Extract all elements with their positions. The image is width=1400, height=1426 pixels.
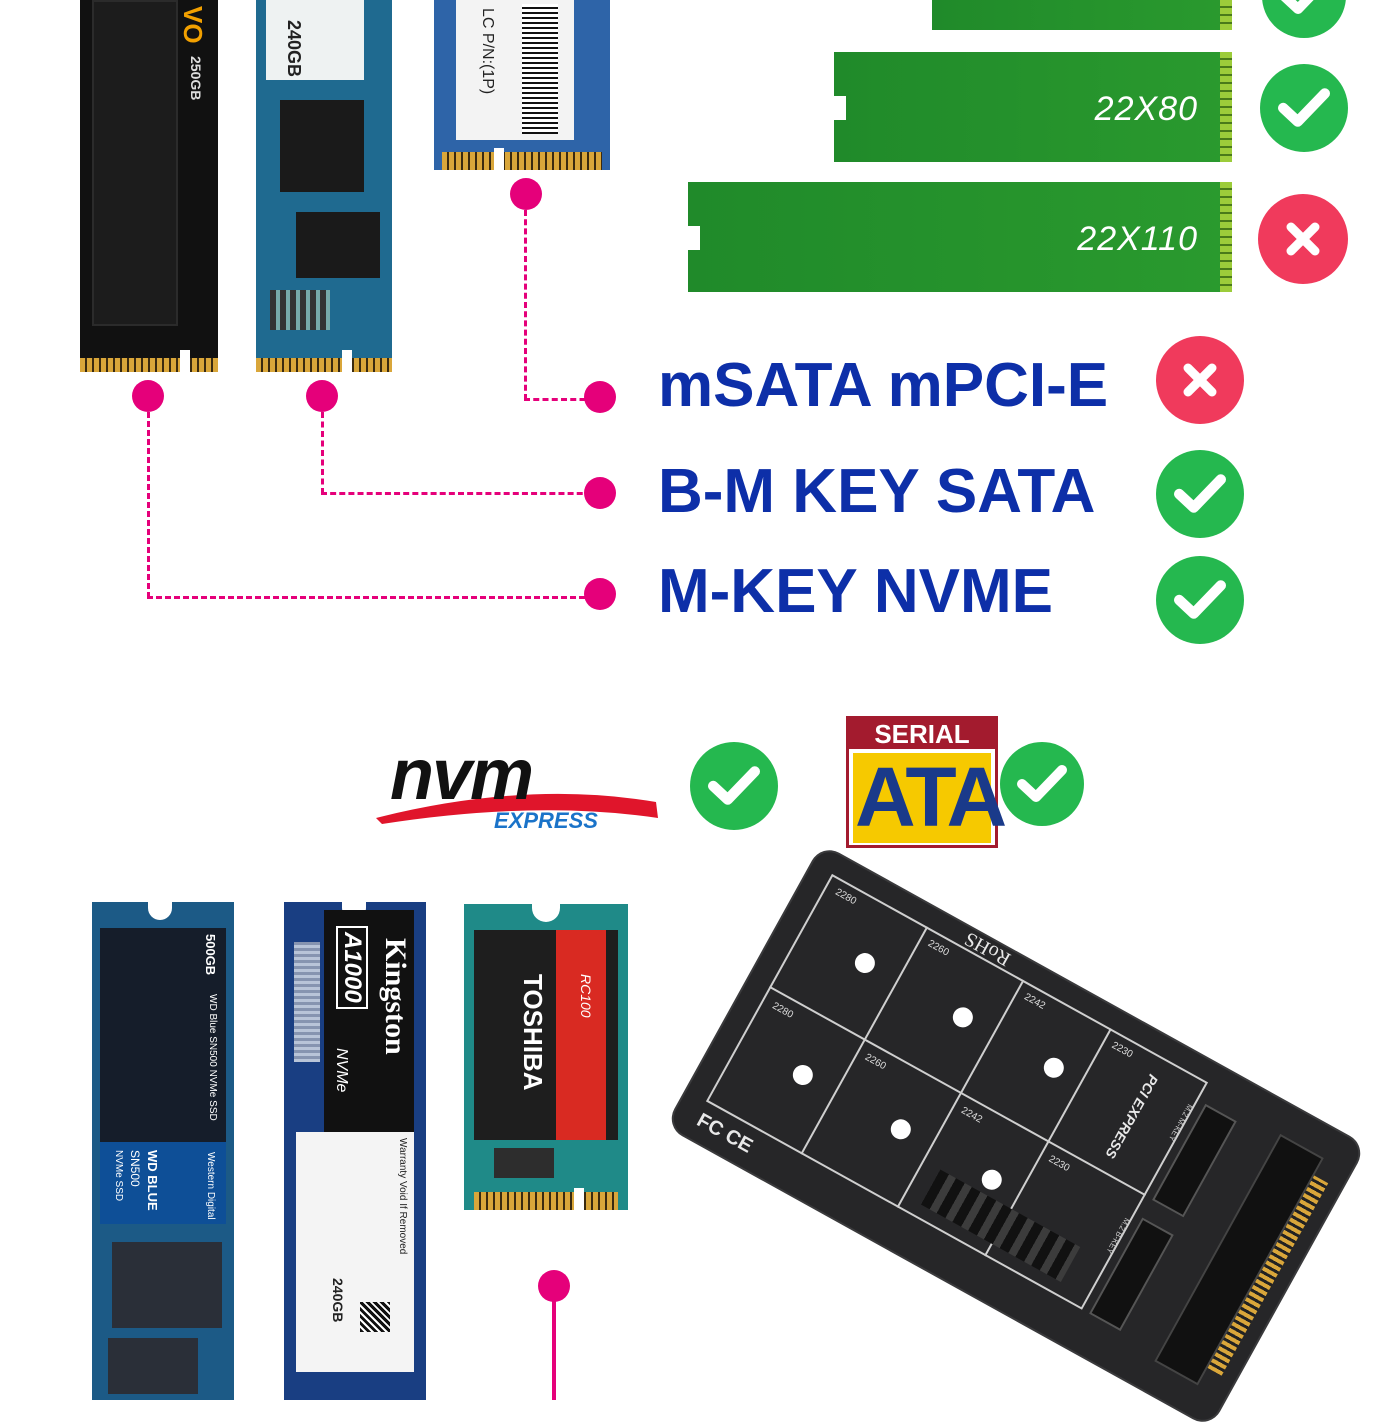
check-icon bbox=[1260, 64, 1348, 152]
kingston-warranty: Warranty Void If Removed bbox=[397, 1138, 408, 1255]
wd-model: SN500 bbox=[128, 1150, 142, 1187]
cross-icon bbox=[1156, 336, 1244, 424]
size-bar-22110: 22X110 bbox=[688, 182, 1232, 292]
kingston-a1000-drive: Kingston A1000 NVMe Warranty Void If Rem… bbox=[284, 902, 426, 1400]
check-icon bbox=[1262, 0, 1346, 38]
connector-line bbox=[524, 398, 604, 401]
kingston-type: NVMe bbox=[333, 1048, 350, 1093]
interface-label-msata: mSATA mPCI-E bbox=[658, 351, 1109, 420]
size-bar-2280: 22X80 bbox=[834, 52, 1232, 162]
size-bar-label: 22X80 bbox=[1094, 90, 1198, 128]
connector-dot bbox=[584, 477, 616, 509]
express-logo-text: EXPRESS bbox=[494, 808, 598, 833]
wd-maker: Western Digital bbox=[205, 1152, 216, 1220]
connector-line bbox=[321, 412, 324, 494]
connector-dot bbox=[132, 380, 164, 412]
cross-icon bbox=[1258, 194, 1348, 284]
samsung-brand-label: VO bbox=[178, 6, 208, 44]
sata-drive-capacity: 240GB bbox=[284, 20, 304, 78]
check-icon bbox=[690, 742, 778, 830]
sata-m2-drive: 240GB bbox=[256, 0, 392, 372]
wd-capacity-line: 500GB bbox=[203, 934, 218, 976]
kingston-capacity: 240GB bbox=[330, 1278, 346, 1323]
connector-line bbox=[321, 492, 601, 495]
check-icon bbox=[1000, 742, 1084, 826]
nvm-logo-text: nvm bbox=[390, 735, 534, 815]
interface-label-nvme: M-KEY NVME bbox=[658, 557, 1054, 626]
m2-to-u2-adapter-board: 2280 2260 2242 2230 2280 2260 2242 2230 … bbox=[667, 845, 1365, 1426]
msata-drive: LC P/N:(1P) bbox=[434, 0, 610, 170]
connector-line bbox=[552, 1300, 556, 1400]
check-icon bbox=[1156, 450, 1244, 538]
wd-brand: WD BLUE bbox=[145, 1150, 160, 1211]
samsung-nvme-drive: VO 250GB bbox=[80, 0, 218, 372]
toshiba-brand: TOSHIBA bbox=[518, 974, 548, 1091]
nvm-express-logo: nvm EXPRESS bbox=[376, 735, 666, 840]
connector-dot bbox=[306, 380, 338, 412]
toshiba-rc100-drive: TOSHIBA RC100 bbox=[464, 904, 628, 1210]
serial-ata-logo: SERIAL ATA bbox=[846, 716, 1007, 848]
connector-dot bbox=[538, 1270, 570, 1302]
check-icon bbox=[1156, 556, 1244, 644]
connector-dot bbox=[584, 381, 616, 413]
kingston-model: A1000 bbox=[336, 926, 368, 1009]
connector-dot bbox=[510, 178, 542, 210]
size-bar-label: 22X110 bbox=[1077, 220, 1198, 258]
serial-logo-text: SERIAL bbox=[849, 719, 995, 749]
wd-blue-sn500-drive: 500GB WD Blue SN500 NVMe SSD WD BLUE SN5… bbox=[92, 902, 234, 1400]
connector-line bbox=[524, 210, 527, 400]
msata-label-text: LC P/N:(1P) bbox=[479, 8, 496, 95]
toshiba-model: RC100 bbox=[578, 974, 594, 1018]
wd-type: NVMe SSD bbox=[113, 1150, 124, 1202]
size-bar-2260 bbox=[932, 0, 1232, 30]
samsung-capacity: 250GB bbox=[188, 56, 204, 101]
connector-line bbox=[147, 412, 150, 598]
interface-label-sata: B-M KEY SATA bbox=[658, 457, 1096, 526]
connector-dot bbox=[584, 578, 616, 610]
kingston-brand: Kingston bbox=[379, 938, 412, 1055]
wd-product-line: WD Blue SN500 NVMe SSD bbox=[207, 994, 218, 1121]
connector-line bbox=[147, 596, 603, 599]
ata-logo-text: ATA bbox=[855, 750, 1007, 844]
